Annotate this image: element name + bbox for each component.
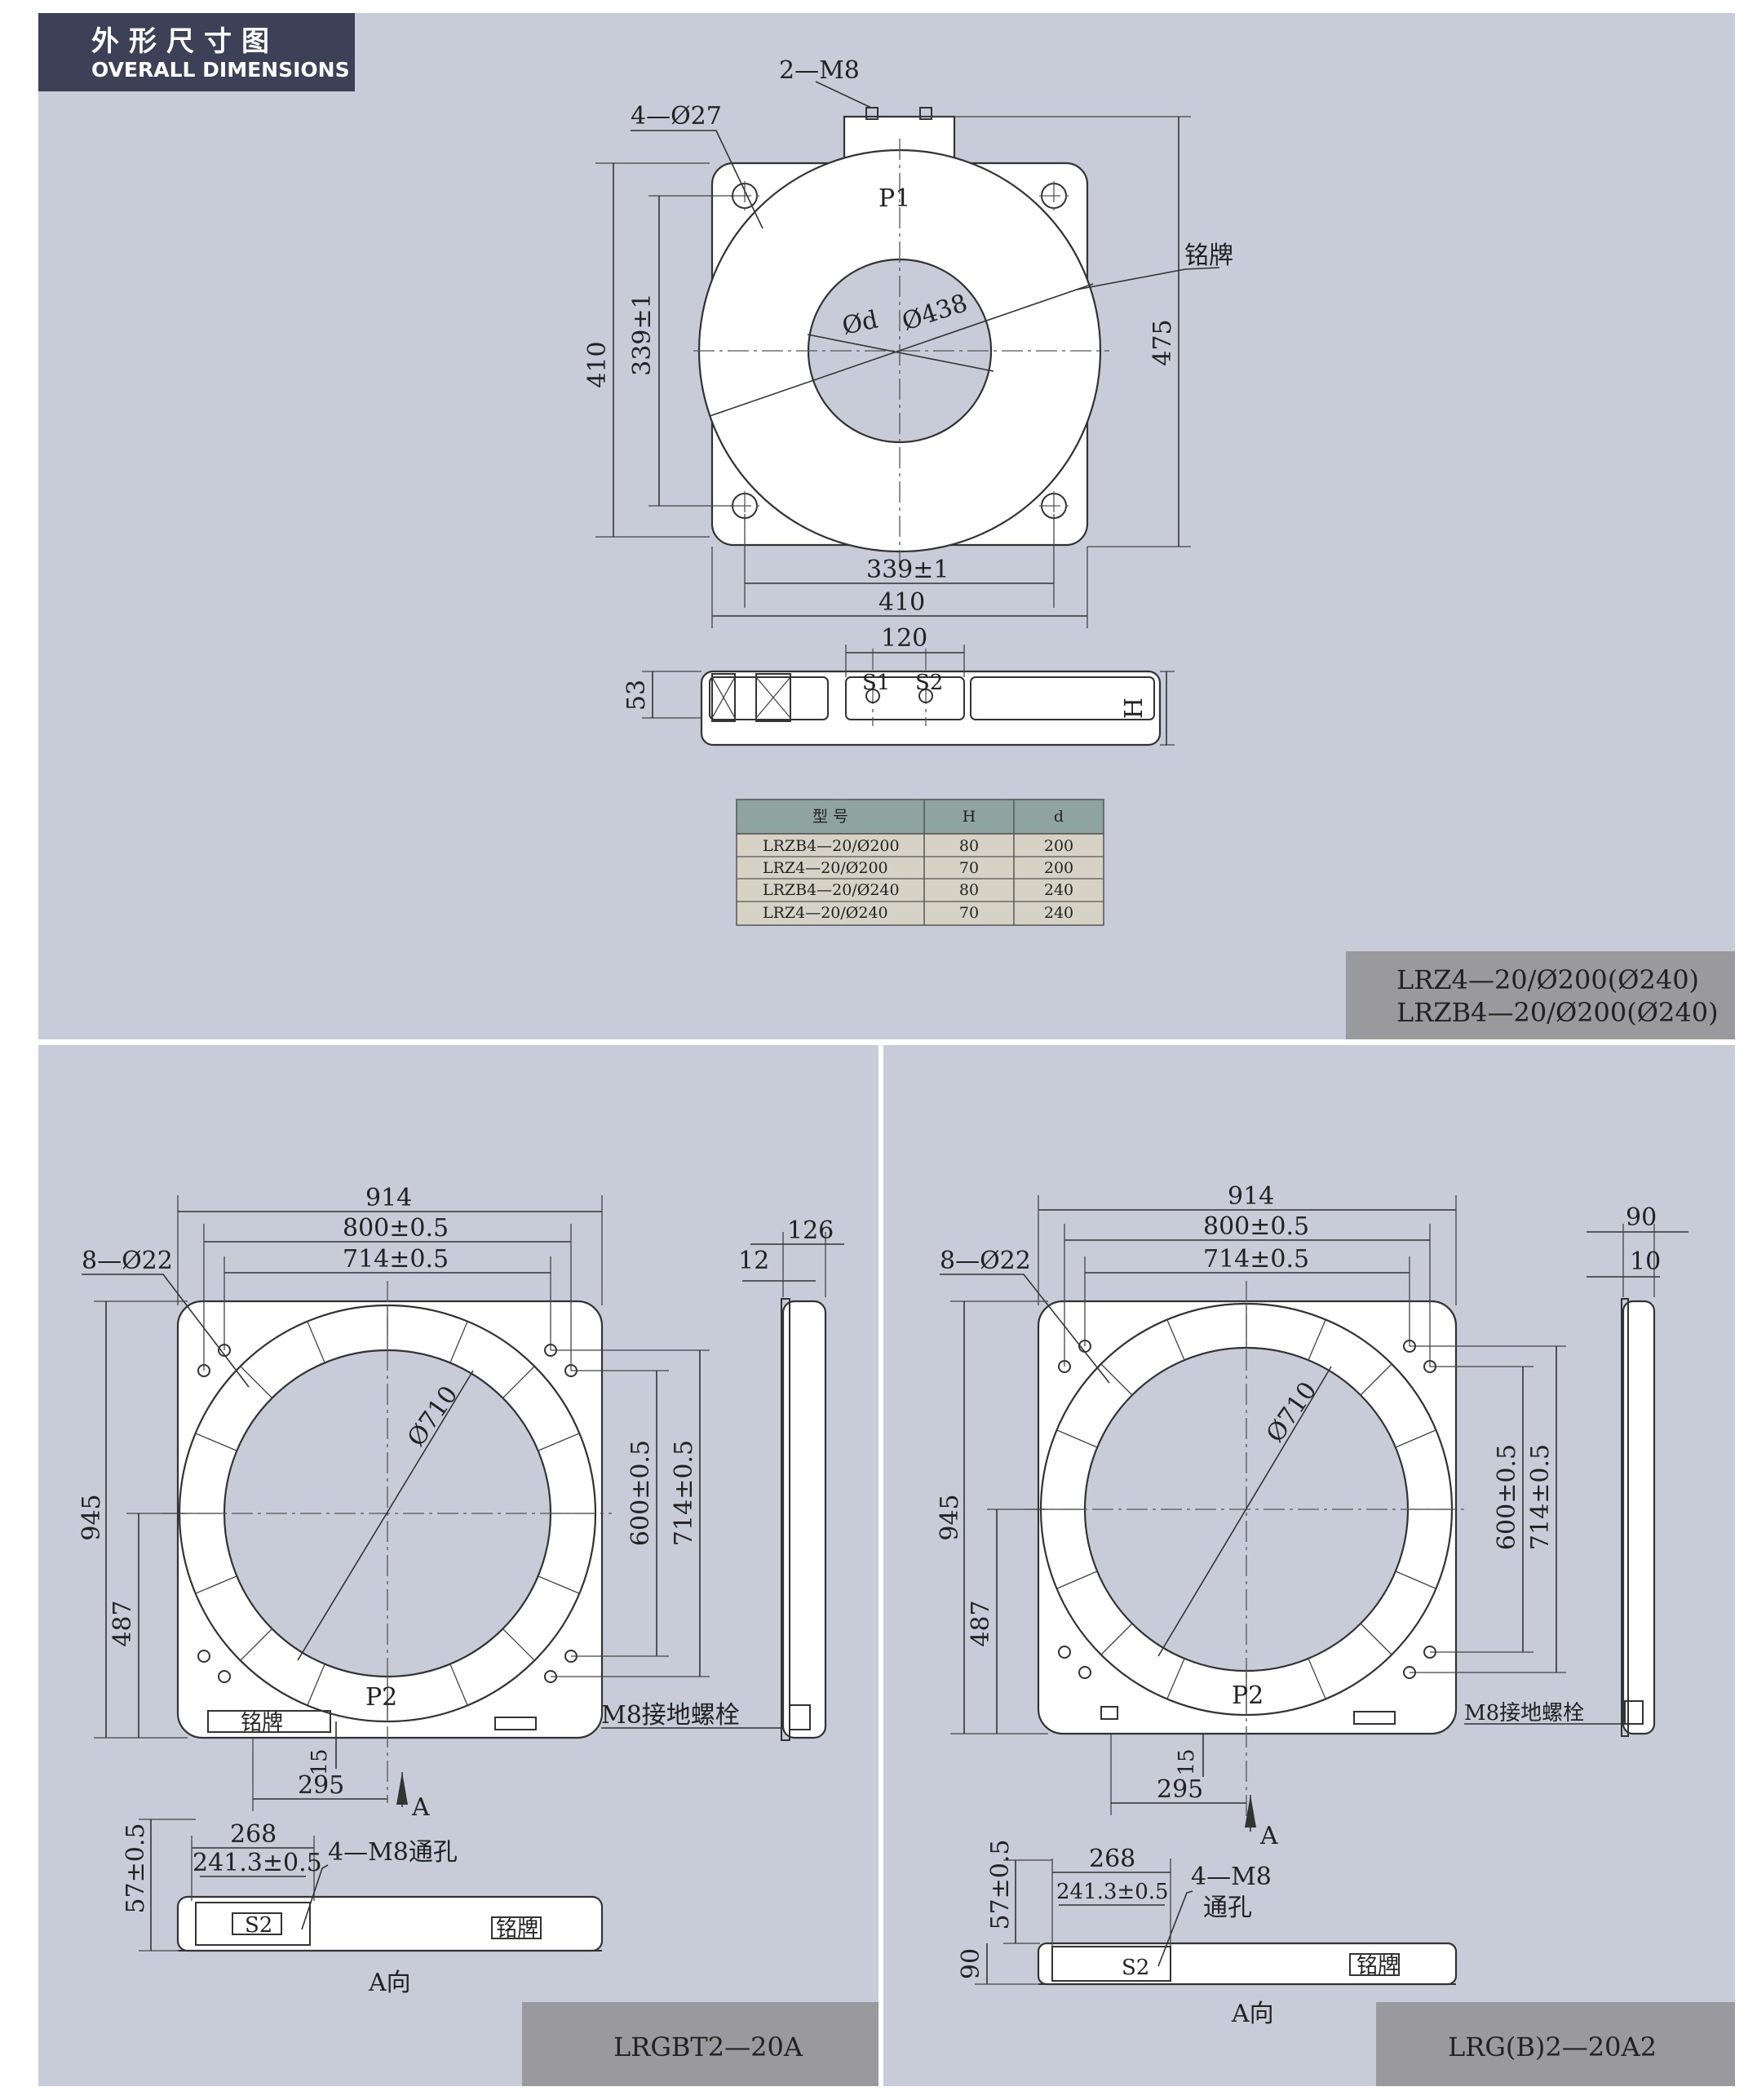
table-cell: 70 — [959, 904, 979, 922]
right-ground: M8接地螺栓 — [1464, 1701, 1584, 1726]
top-nameplate: 铭牌 — [1184, 241, 1233, 270]
left-ground: M8接地螺栓 — [601, 1701, 740, 1730]
right-av-s2: S2 — [1122, 1956, 1149, 1980]
model-top-line2: LRZB4—20/Ø200(Ø240) — [1396, 997, 1719, 1028]
right-side-10: 10 — [1630, 1247, 1661, 1276]
table-cell: 200 — [1044, 859, 1073, 877]
side-dim-120: 120 — [881, 624, 927, 653]
top-w-hole: 339±1 — [866, 556, 949, 584]
left-w-295: 295 — [298, 1771, 344, 1800]
top-side-view — [700, 649, 1162, 747]
right-holes: 8—Ø22 — [940, 1247, 1031, 1275]
left-front-view — [163, 1281, 612, 1803]
left-p2: P2 — [365, 1683, 397, 1712]
left-nameplate: 铭牌 — [241, 1711, 283, 1735]
table-row: LRZ4—20/Ø240 — [763, 904, 888, 922]
table-cell: 80 — [959, 837, 979, 855]
table-row: LRZ4—20/Ø200 — [763, 859, 888, 877]
model-top-line1: LRZ4—20/Ø200(Ø240) — [1396, 964, 1699, 995]
model-box-top — [1346, 951, 1735, 1039]
left-w-total: 914 — [365, 1184, 412, 1212]
right-w-295: 295 — [1157, 1775, 1203, 1804]
model-right: LRG(B)2—20A2 — [1448, 2031, 1657, 2062]
header-title-cn: 外形尺寸图 — [91, 25, 279, 58]
left-av-plate: 铭牌 — [496, 1917, 538, 1942]
left-h-714: 714±0.5 — [670, 1440, 698, 1546]
right-av-label: A向 — [1231, 2000, 1274, 2028]
right-w-800: 800±0.5 — [1203, 1212, 1309, 1241]
table-head-h: H — [963, 808, 976, 826]
left-h-945: 945 — [77, 1494, 106, 1540]
right-av-57: 57±0.5 — [986, 1839, 1015, 1929]
right-h-945: 945 — [936, 1494, 964, 1540]
right-av-plate: 铭牌 — [1356, 1954, 1399, 1978]
side-s1: S1 — [862, 671, 890, 695]
table-row: LRZB4—20/Ø200 — [763, 837, 900, 855]
spec-table — [736, 799, 1104, 926]
table-row: LRZB4—20/Ø240 — [763, 881, 900, 899]
left-av-s2: S2 — [245, 1913, 272, 1938]
table-cell: 240 — [1044, 881, 1073, 899]
table-cell: 70 — [959, 859, 979, 877]
top-hole-label: 4—Ø27 — [631, 102, 722, 131]
left-av-57: 57±0.5 — [122, 1823, 150, 1913]
left-a-arrow: A — [411, 1793, 430, 1822]
top-w-total: 410 — [878, 588, 925, 617]
right-front-view — [1024, 1281, 1468, 1828]
left-av-268: 268 — [230, 1820, 277, 1849]
left-side-view — [781, 1298, 827, 1741]
left-a-view — [176, 1895, 604, 1952]
header-title-en: OVERALL DIMENSIONS — [91, 58, 350, 82]
table-cell: 200 — [1044, 837, 1073, 855]
table-cell: 80 — [959, 881, 979, 899]
left-w-714: 714±0.5 — [343, 1245, 449, 1274]
right-a-view — [1037, 1942, 1458, 1986]
header-block — [38, 13, 355, 91]
left-side-126: 126 — [787, 1216, 834, 1245]
table-head-model: 型 号 — [812, 808, 848, 826]
top-bolt-label: 2—M8 — [779, 56, 860, 85]
left-av-bolts: 4—M8通孔 — [328, 1838, 458, 1867]
left-w-800: 800±0.5 — [343, 1214, 449, 1243]
right-av-90: 90 — [957, 1948, 985, 1979]
right-av-268: 268 — [1089, 1845, 1135, 1873]
side-dim-53: 53 — [622, 680, 651, 711]
model-box-left — [522, 2002, 878, 2086]
right-a-arrow: A — [1259, 1822, 1278, 1850]
right-av-241: 241.3±0.5 — [1056, 1880, 1169, 1904]
top-h-total: 410 — [583, 341, 612, 388]
top-h-hole: 339±1 — [628, 293, 657, 375]
right-av-hole: 通孔 — [1203, 1894, 1252, 1922]
left-h-600: 600±0.5 — [626, 1440, 655, 1546]
left-holes: 8—Ø22 — [82, 1247, 173, 1275]
right-w-total: 914 — [1228, 1182, 1274, 1211]
left-h-15: 15 — [308, 1748, 332, 1775]
side-dim-h: H — [1120, 698, 1148, 719]
side-s2: S2 — [915, 671, 943, 695]
model-left: LRGBT2—20A — [613, 2031, 803, 2062]
top-front-view — [693, 107, 1109, 563]
right-side-90: 90 — [1626, 1203, 1657, 1232]
model-box-right — [1376, 2002, 1735, 2086]
right-av-bolts: 4—M8 — [1191, 1863, 1272, 1891]
left-av-label: A向 — [368, 1969, 411, 1997]
table-head-d: d — [1054, 808, 1064, 826]
right-side-view — [1621, 1298, 1656, 1737]
top-h-right: 475 — [1148, 319, 1177, 366]
right-h-714: 714±0.5 — [1526, 1444, 1555, 1550]
top-p1: P1 — [878, 184, 910, 213]
table-cell: 240 — [1044, 904, 1073, 922]
right-h-15: 15 — [1175, 1748, 1199, 1775]
right-w-714: 714±0.5 — [1203, 1245, 1309, 1274]
left-h-487: 487 — [108, 1600, 137, 1646]
left-side-12: 12 — [738, 1247, 769, 1275]
right-h-487: 487 — [967, 1600, 995, 1646]
right-h-600: 600±0.5 — [1493, 1444, 1521, 1550]
left-av-241: 241.3±0.5 — [193, 1849, 322, 1877]
right-p2: P2 — [1232, 1681, 1264, 1710]
